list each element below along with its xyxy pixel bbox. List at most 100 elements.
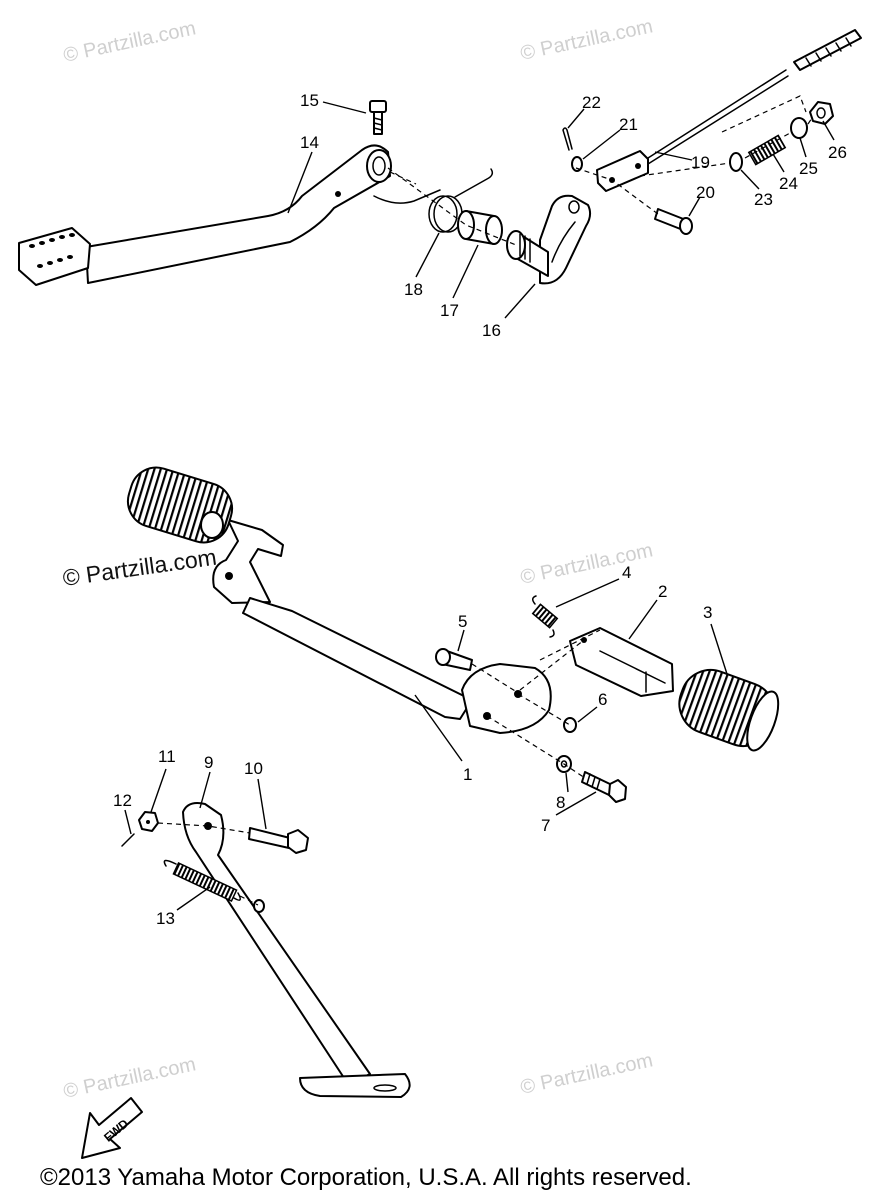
- footrest-mount-bolt: [581, 771, 627, 803]
- leader-4: [555, 578, 620, 608]
- watermark-bottom-right: © Partzilla.com: [518, 1049, 654, 1099]
- callout-24: 24: [779, 174, 798, 193]
- leader-26: [822, 120, 835, 141]
- callout-1: 1: [463, 765, 472, 784]
- leader-12: [124, 809, 132, 835]
- callout-10: 10: [244, 759, 263, 778]
- sidestand-assembly: [121, 802, 411, 1098]
- leader-6: [577, 706, 598, 723]
- sidestand-pivot-bolt: [248, 827, 309, 854]
- collar: [457, 210, 503, 245]
- leader-14: [287, 151, 313, 214]
- callout-19: 19: [691, 153, 710, 172]
- brake-pedal-spring-hole: [335, 191, 341, 197]
- right-footrest-arm: [569, 627, 674, 697]
- leader-7: [555, 791, 597, 816]
- callout-26: 26: [828, 143, 847, 162]
- sidestand-foot-slot: [373, 1084, 397, 1092]
- cotter-pin-12: [121, 833, 135, 847]
- leader-9: [199, 771, 211, 809]
- bracket-hole: [225, 572, 233, 580]
- watermark-middle-left: © Partzilla.com: [61, 544, 218, 591]
- callout-15: 15: [300, 91, 319, 110]
- callout-9: 9: [204, 753, 213, 772]
- brake-pedal-footpad: [18, 227, 91, 286]
- callout-3: 3: [703, 603, 712, 622]
- callout-8: 8: [556, 793, 565, 812]
- sidestand-nut: [138, 811, 159, 832]
- leader-5: [457, 629, 465, 652]
- alignment-line-mid-c: [517, 693, 571, 726]
- washer-23: [729, 152, 743, 172]
- leader-16: [504, 283, 536, 319]
- brake-rod: [596, 29, 862, 192]
- leader-2: [628, 599, 658, 640]
- callout-7: 7: [541, 816, 550, 835]
- spacer-25: [790, 117, 808, 139]
- callout-11: 11: [158, 747, 176, 766]
- callout-labels: 1 2 3 4 5 6 7 8 9 10 11 12 13 14 15 16 1…: [113, 91, 847, 928]
- leader-25: [799, 137, 807, 158]
- washer-21: [571, 156, 583, 172]
- washer-6: [563, 717, 577, 733]
- watermark-middle-right: © Partzilla.com: [518, 539, 654, 589]
- alignment-line-mid-d: [519, 629, 601, 691]
- cotter-pin: [562, 127, 573, 151]
- callout-14: 14: [300, 133, 319, 152]
- footrest-spring: [531, 595, 559, 638]
- leader-20: [688, 196, 701, 217]
- footrest-bar: [242, 597, 473, 720]
- footpad-holes: [29, 233, 75, 268]
- callout-21: 21: [619, 115, 638, 134]
- callout-13: 13: [156, 909, 175, 928]
- sidestand-pivot-hole: [204, 822, 212, 830]
- adjust-nut: [809, 101, 834, 125]
- watermark-top-left: © Partzilla.com: [61, 17, 197, 67]
- footrest-assembly: [126, 466, 780, 803]
- leader-18: [415, 232, 440, 278]
- leader-1: [414, 694, 463, 762]
- left-footrest-peg: [200, 511, 224, 539]
- fwd-arrow-icon: [81, 1097, 143, 1159]
- leader-15: [322, 101, 367, 114]
- alignment-line-low-b: [239, 895, 259, 906]
- callout-20: 20: [696, 183, 715, 202]
- leader-13: [176, 886, 211, 911]
- alignment-line-top-a: [389, 171, 417, 185]
- leader-8: [565, 772, 569, 793]
- adjust-spring: [747, 134, 787, 166]
- callout-22: 22: [582, 93, 601, 112]
- leader-3: [710, 623, 728, 675]
- forward-arrow: FWD: [81, 1097, 143, 1159]
- leader-lines: [124, 101, 835, 911]
- alignment-line-mid-b: [486, 715, 586, 779]
- brake-pedal-pivot-splines: [372, 156, 386, 176]
- clevis-pin: [654, 208, 693, 235]
- footrest-pivot-plate: [461, 663, 552, 734]
- leader-21: [582, 129, 621, 160]
- copyright-notice: ©2013 Yamaha Motor Corporation, U.S.A. A…: [40, 1164, 692, 1191]
- return-spring: [373, 168, 494, 233]
- leader-10: [257, 778, 267, 830]
- pinch-bolt: [369, 100, 387, 135]
- sidestand-spring: [163, 859, 241, 902]
- leader-22: [567, 108, 585, 129]
- alignment-line-mid-a: [471, 663, 521, 695]
- callout-5: 5: [458, 612, 467, 631]
- brake-shaft-arm: [506, 194, 592, 285]
- callout-16: 16: [482, 321, 501, 340]
- callout-23: 23: [754, 190, 773, 209]
- callout-6: 6: [598, 690, 607, 709]
- callout-4: 4: [622, 563, 631, 582]
- callout-12: 12: [113, 791, 132, 810]
- leader-23: [740, 169, 760, 190]
- watermark-top-right: © Partzilla.com: [518, 15, 654, 65]
- sidestand-leg: [182, 802, 371, 1085]
- alignment-line-top-e: [721, 95, 807, 133]
- leader-24: [772, 153, 785, 173]
- brake-pedal-arm: [85, 144, 391, 284]
- callout-17: 17: [440, 301, 459, 320]
- right-footrest-rubber: [678, 668, 780, 752]
- alignment-line-top-c: [575, 167, 659, 215]
